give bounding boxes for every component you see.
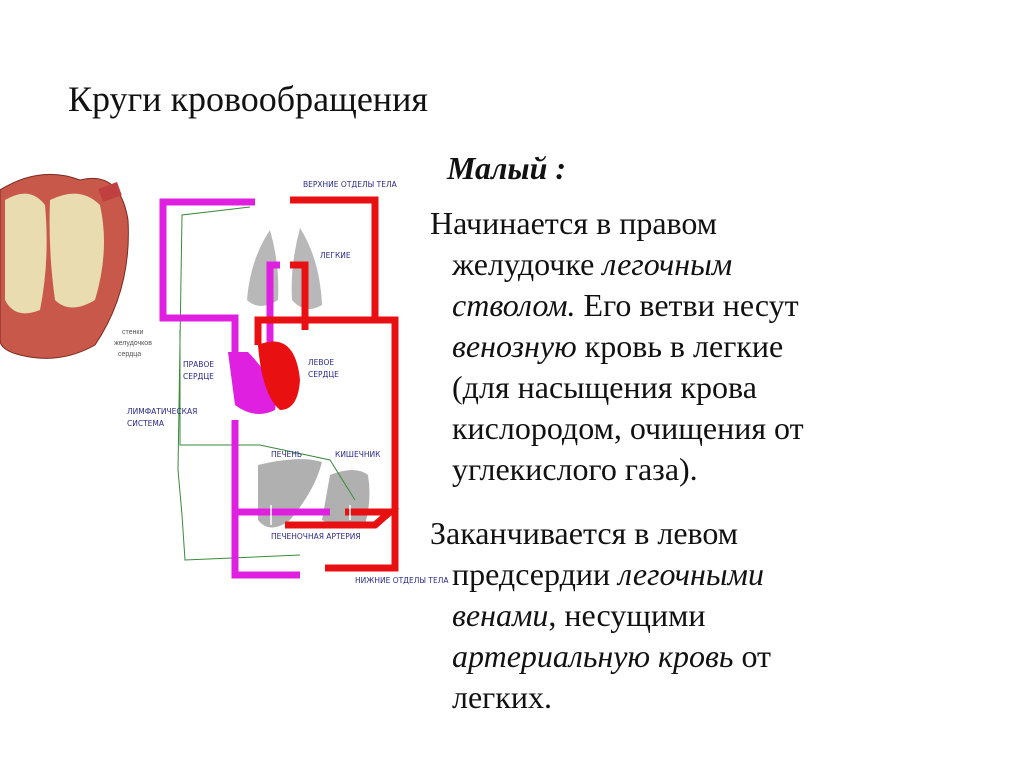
italic-term: легочными (618, 556, 764, 592)
heart-caption-1: стенки (122, 329, 143, 336)
italic-term: легочным (602, 246, 733, 282)
label-right-heart-1: ПРАВОЕ (183, 360, 214, 369)
label-left-heart-2: СЕРДЦЕ (308, 370, 339, 379)
heart-caption-3: сердца (118, 351, 141, 358)
arteries (254, 196, 400, 572)
veins (159, 198, 330, 579)
text-line: Заканчивается в левом (430, 515, 739, 551)
label-intestine: КИШЕЧНИК (335, 450, 381, 459)
italic-term: венами (452, 597, 549, 633)
text-span: , несущими (548, 597, 706, 633)
text-line: углекислого газа). (452, 451, 698, 487)
capillaries (270, 185, 351, 590)
label-left-heart-1: ЛЕВОЕ (308, 358, 334, 367)
label-lymph-2: СИСТЕМА (127, 419, 165, 428)
intestine (322, 470, 370, 527)
text-line: венозную кровь в легкие (452, 326, 783, 367)
lungs (247, 228, 322, 309)
text-line: венами, несущими (452, 595, 705, 636)
text-line: стволом. Его ветви несут (452, 285, 799, 326)
text-line: Начинается в правом (430, 205, 718, 241)
right-heart (228, 352, 276, 414)
section-heading: Малый : (447, 150, 567, 186)
italic-term: артериальную кровь (452, 638, 734, 674)
heart-illustration (0, 173, 129, 359)
label-lungs: ЛЕГКИЕ (320, 251, 351, 260)
text-line: желудочке легочным (452, 244, 732, 285)
text-span: предсердии (452, 556, 619, 592)
text-span: желудочке (452, 246, 603, 282)
slide-title: Круги кровообращения (68, 79, 428, 119)
lymph-vessel (177, 206, 356, 561)
text-line: (для насыщения крова (452, 369, 757, 405)
text-span: от (733, 638, 772, 674)
left-heart (258, 341, 300, 410)
label-lymph-1: ЛИМФАТИЧЕСКАЯ (127, 407, 197, 416)
label-liver: ПЕЧЕНЬ (271, 450, 302, 459)
text-span: кровь в легкие (576, 328, 784, 364)
label-hepatic-artery: ПЕЧЕНОЧНАЯ АРТЕРИЯ (271, 532, 361, 541)
label-lower-body: НИЖНИЕ ОТДЕЛЫ ТЕЛА (355, 576, 449, 585)
text-line: артериальную кровь от (452, 636, 771, 677)
italic-term: стволом. (452, 287, 576, 323)
liver (258, 459, 322, 528)
text-line: предсердии легочными (452, 554, 764, 595)
text-line: кислородом, очищения от (452, 410, 804, 446)
heart-caption-2: желудочков (114, 340, 152, 347)
label-right-heart-2: СЕРДЦЕ (183, 372, 214, 381)
text-line: легких. (452, 679, 552, 715)
italic-term: венозную (452, 328, 577, 364)
text-span: Его ветви несут (575, 287, 799, 323)
label-upper-body: ВЕРХНИЕ ОТДЕЛЫ ТЕЛА (303, 180, 398, 189)
